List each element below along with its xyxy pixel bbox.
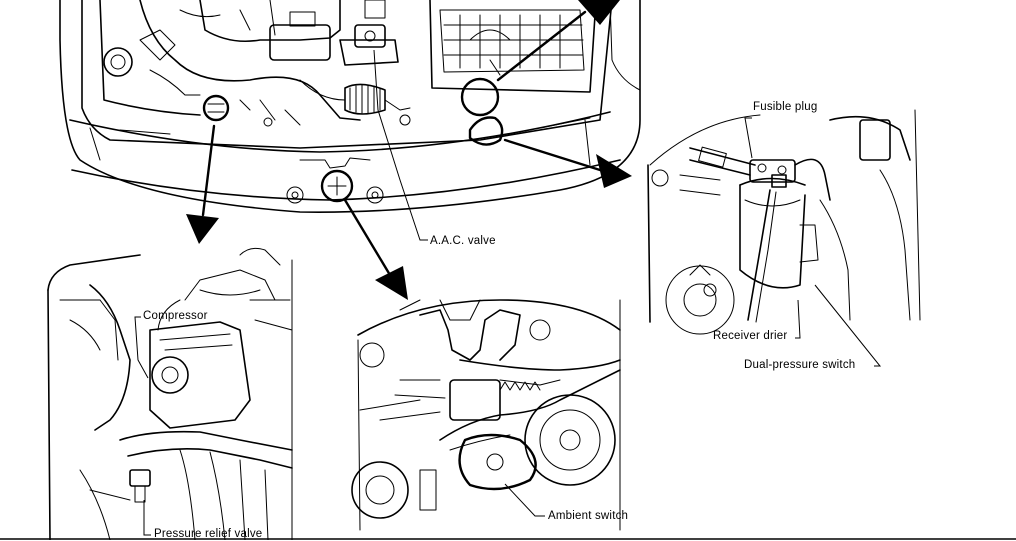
arrow-top-right bbox=[496, 0, 620, 82]
arrow-to-compressor bbox=[186, 124, 219, 244]
receiver-drier-label: Receiver drier bbox=[713, 330, 788, 342]
dual-pressure-switch-label: Dual-pressure switch bbox=[744, 359, 856, 371]
aac-valve-label: A.A.C. valve bbox=[430, 235, 496, 247]
ambient-switch-detail bbox=[351, 299, 621, 531]
fusible-plug-label: Fusible plug bbox=[753, 101, 818, 113]
compressor-label: Compressor bbox=[143, 310, 208, 322]
compressor-detail bbox=[47, 247, 293, 540]
pressure-relief-valve-label: Pressure relief valve bbox=[154, 528, 263, 540]
engine-bay-overview bbox=[59, 0, 641, 213]
arrow-to-receiver-drier bbox=[503, 138, 632, 188]
ambient-switch-label: Ambient switch bbox=[548, 510, 629, 522]
receiver-drier-detail bbox=[647, 109, 921, 367]
arrow-to-ambient-switch bbox=[343, 198, 408, 300]
aac-valve-leader-line bbox=[373, 49, 428, 241]
